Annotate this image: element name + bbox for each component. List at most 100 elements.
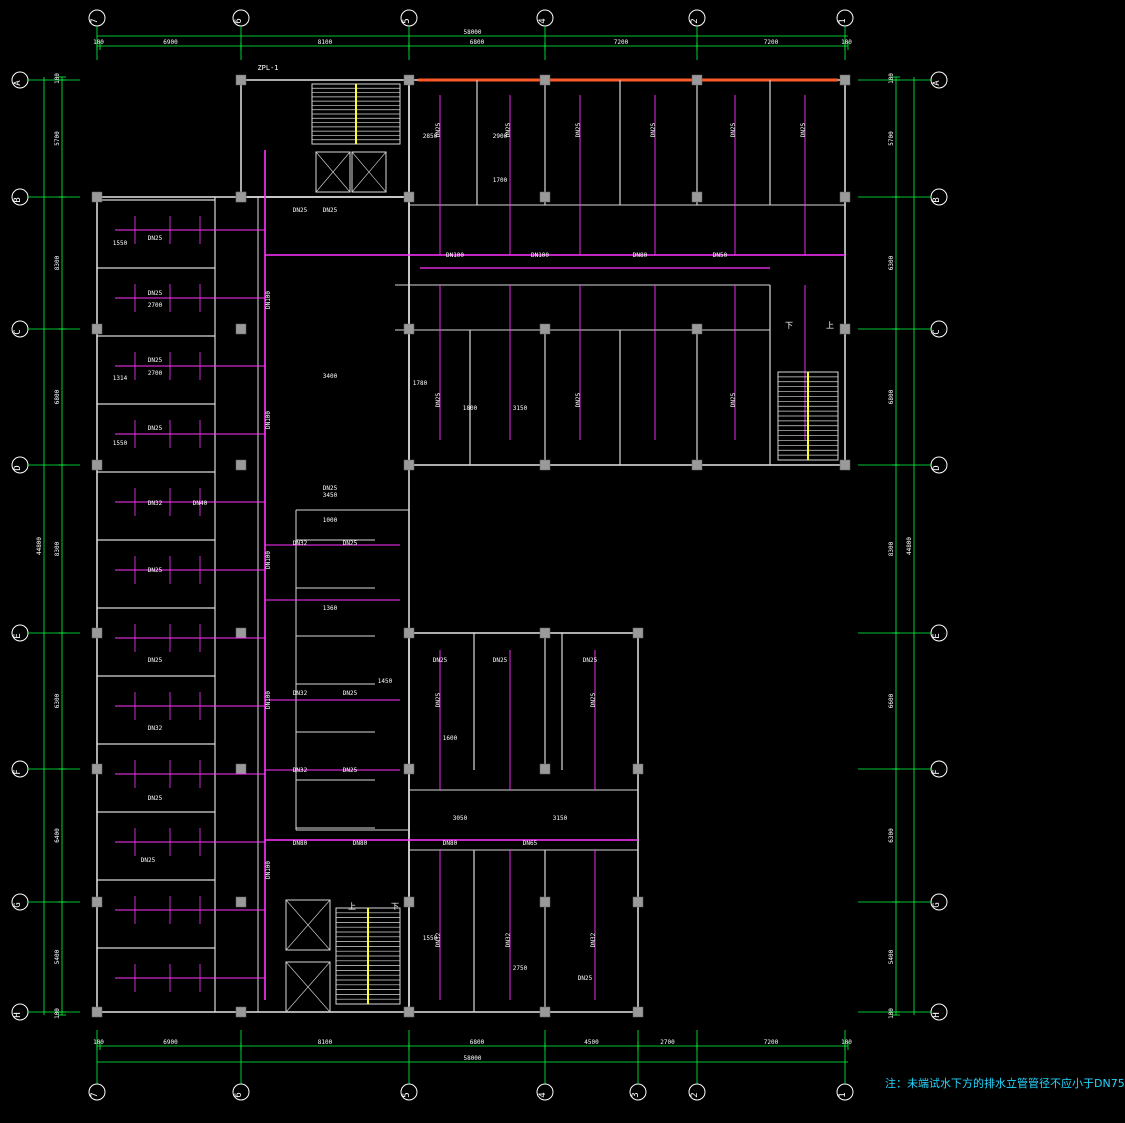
room-dimension: 1450 (378, 678, 393, 685)
column (539, 459, 551, 471)
elevator-x (315, 151, 351, 193)
pipe-size-label: DN25 (435, 392, 442, 407)
pipe-size-label: DN100 (265, 411, 272, 429)
dimension-lines (43, 35, 915, 1063)
grid-label-right: B (932, 197, 942, 202)
dim-text: 5700 (888, 131, 895, 146)
axis-grid (11, 9, 948, 1101)
pipe-size-label: DN25 (583, 657, 598, 664)
dim-text: 6800 (470, 39, 485, 46)
column (403, 74, 415, 86)
pipe-size-label: DN25 (575, 122, 582, 137)
dim-text: 100 (888, 73, 895, 84)
dim-text: 7200 (614, 39, 629, 46)
column (91, 459, 103, 471)
column (691, 323, 703, 335)
pipe-size-label: DN25 (148, 657, 163, 664)
elevator-shaft (285, 961, 331, 1013)
dim-text: 6900 (163, 1039, 178, 1046)
room-dimension: 1700 (493, 177, 508, 184)
pipe-size-label: DN25 (730, 122, 737, 137)
dim-text: 6800 (470, 1039, 485, 1046)
dim-text: 8100 (318, 1039, 333, 1046)
column (91, 627, 103, 639)
pipe-size-label: DN65 (523, 840, 538, 847)
room-dimension: 2750 (513, 965, 528, 972)
pipe-size-label: DN25 (323, 485, 338, 492)
column (539, 323, 551, 335)
room-dimension: 1314 (113, 375, 128, 382)
pipe-size-label: DN40 (193, 500, 208, 507)
room-dimension: 1800 (463, 405, 478, 412)
pipe-size-label: DN80 (443, 840, 458, 847)
dim-text: 6400 (54, 828, 61, 843)
dim-total-text: 58000 (463, 1055, 481, 1062)
stair-core-top (240, 79, 410, 198)
column (235, 323, 247, 335)
column (539, 896, 551, 908)
grid-label-top: 4 (538, 18, 548, 23)
dim-text: 8100 (318, 39, 333, 46)
pipe-size-label: DN25 (148, 795, 163, 802)
column (839, 74, 851, 86)
grid-label-top: 2 (690, 18, 700, 23)
column (403, 896, 415, 908)
grid-label-right: A (932, 80, 942, 86)
grid-label-right: D (932, 465, 942, 470)
dim-text: 6300 (888, 828, 895, 843)
column (539, 74, 551, 86)
pipe-size-label: DN32 (590, 932, 597, 947)
grid-label-right: H (932, 1012, 942, 1017)
room-dimension: 1550 (113, 240, 128, 247)
room-dimension: 3400 (323, 373, 338, 380)
grid-label-left: C (13, 329, 23, 334)
pipe-size-label: DN32 (435, 932, 442, 947)
column (539, 191, 551, 203)
pipe-size-label: DN80 (293, 840, 308, 847)
room-dimension: 3050 (453, 815, 468, 822)
pipe-size-label: DN25 (575, 392, 582, 407)
dim-text: 6300 (888, 255, 895, 270)
column (403, 459, 415, 471)
dim-text: 6800 (888, 389, 895, 404)
pipe-size-label: DN100 (446, 252, 464, 259)
pipe-size-label: DN25 (148, 567, 163, 574)
pipe-size-label: DN32 (505, 932, 512, 947)
dim-text: 6900 (163, 39, 178, 46)
column (839, 191, 851, 203)
pipe-size-label: DN25 (343, 690, 358, 697)
room-dimension: 3150 (513, 405, 528, 412)
pipe-size-label: DN25 (435, 122, 442, 137)
pipe-size-label: DN25 (590, 692, 597, 707)
dim-text: 6800 (54, 389, 61, 404)
dim-text: 6600 (888, 693, 895, 708)
column (403, 627, 415, 639)
pipe-size-label: DN100 (265, 551, 272, 569)
dim-text: 8300 (54, 255, 61, 270)
column (839, 459, 851, 471)
column (235, 459, 247, 471)
grid-label-top: 1 (838, 18, 848, 23)
column (539, 627, 551, 639)
column (91, 1006, 103, 1018)
elevator-shaft (285, 899, 331, 951)
dim-text: 8300 (54, 541, 61, 556)
grid-label-right: F (932, 769, 942, 774)
pipe-size-label: DN25 (148, 235, 163, 242)
dim-text: 6300 (54, 693, 61, 708)
grid-label-bottom: 6 (234, 1092, 244, 1097)
column (403, 191, 415, 203)
room-dimension: 1550 (423, 935, 438, 942)
pipe-size-label: DN32 (293, 767, 308, 774)
grid-label-bottom: 7 (90, 1092, 100, 1097)
pipe-size-label: DN25 (148, 357, 163, 364)
elevator-x (285, 899, 331, 951)
pipe-size-label: DN100 (531, 252, 549, 259)
column (235, 74, 247, 86)
column (91, 896, 103, 908)
drawing-note: 注：未端试水下方的排水立管管径不应小于DN75 (885, 1077, 1125, 1090)
column (839, 323, 851, 335)
grid-label-left: B (13, 197, 23, 202)
pipe-size-label: DN25 (148, 290, 163, 297)
